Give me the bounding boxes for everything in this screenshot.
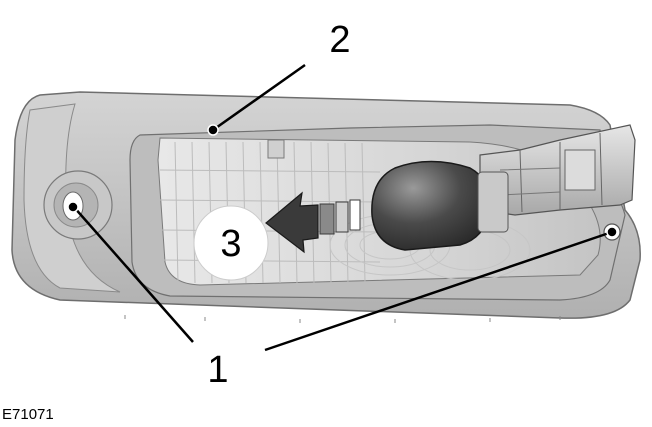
- callout-2-dot: [207, 124, 219, 136]
- bulb: [371, 160, 509, 251]
- callout-1-dot-right: [606, 226, 618, 238]
- callout-3-label: 3: [220, 223, 241, 265]
- leader-endpoints: [67, 124, 618, 238]
- leader-line-1a: [72, 205, 194, 343]
- removal-arrow: [265, 191, 361, 254]
- callout-3-badge: 3: [193, 205, 269, 281]
- callout-1-dot-left: [67, 201, 79, 213]
- figure-reference-code: E71071: [2, 406, 54, 423]
- callout-1-label: 1: [207, 349, 228, 391]
- leader-line-1b: [264, 230, 613, 352]
- leader-line-2: [212, 63, 306, 132]
- callout-2-label: 2: [329, 19, 350, 61]
- bulb-holder: [479, 124, 636, 216]
- leader-lines: [72, 63, 613, 352]
